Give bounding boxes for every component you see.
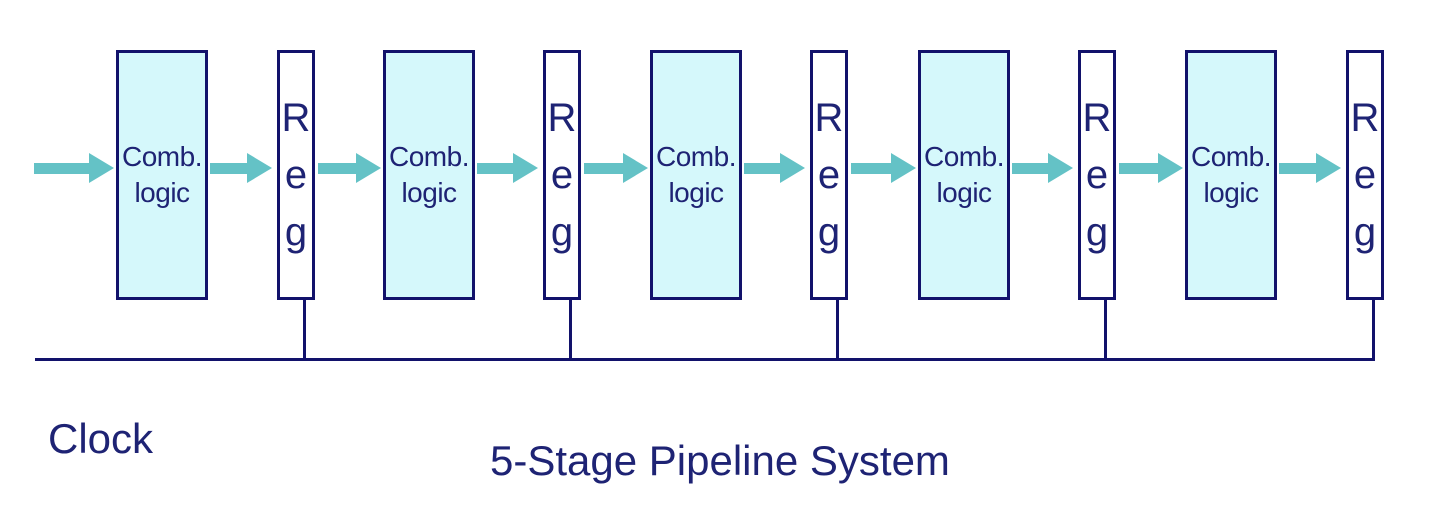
- arrow-head: [1158, 153, 1183, 183]
- comb-logic-label: logic: [1203, 177, 1259, 208]
- reg-label-letter: e: [1085, 152, 1109, 197]
- arrow-shaft: [210, 163, 250, 174]
- clock-riser-5: [1372, 300, 1375, 360]
- reg-label-letter: e: [817, 152, 841, 197]
- arrow-head: [356, 153, 381, 183]
- clock-riser-4: [1104, 300, 1107, 360]
- flow-arrow-reg4-to-comb5: [1119, 153, 1183, 183]
- clock-riser-1: [303, 300, 306, 360]
- arrow-head: [513, 153, 538, 183]
- comb-logic-label: logic: [668, 177, 724, 208]
- flow-arrow-reg2-to-comb3: [584, 153, 648, 183]
- arrow-head: [1316, 153, 1341, 183]
- comb-logic-box-3: Comb. logic: [650, 50, 742, 300]
- reg-label-letter: g: [817, 209, 841, 254]
- comb-logic-label: Comb.: [656, 141, 736, 172]
- arrow-shaft: [1012, 163, 1051, 174]
- arrow-shaft: [318, 163, 359, 174]
- reg-label-letter: g: [1353, 209, 1377, 254]
- reg-label-letter: g: [284, 209, 308, 254]
- arrow-shaft: [851, 163, 894, 174]
- comb-logic-label: logic: [936, 177, 992, 208]
- input-arrow: [34, 153, 114, 183]
- arrow-head: [891, 153, 916, 183]
- arrow-shaft: [1279, 163, 1319, 174]
- reg-label-letter: R: [1082, 95, 1112, 140]
- comb-logic-box-1: Comb. logic: [116, 50, 208, 300]
- flow-arrow-comb2-to-reg2: [477, 153, 538, 183]
- arrow-head: [247, 153, 272, 183]
- flow-arrow-comb3-to-reg3: [744, 153, 805, 183]
- arrow-head: [89, 153, 114, 183]
- comb-logic-label: Comb.: [389, 141, 469, 172]
- comb-logic-box-2: Comb. logic: [383, 50, 475, 300]
- clock-label: Clock: [48, 415, 154, 462]
- reg-label-letter: R: [281, 95, 311, 140]
- comb-logic-box-5: Comb. logic: [1185, 50, 1277, 300]
- flow-arrow-comb1-to-reg1: [210, 153, 272, 183]
- reg-label-letter: R: [1350, 95, 1380, 140]
- reg-label-letter: g: [550, 209, 574, 254]
- arrow-shaft: [1119, 163, 1161, 174]
- flow-arrow-comb4-to-reg4: [1012, 153, 1073, 183]
- flow-arrow-comb5-to-reg5: [1279, 153, 1341, 183]
- arrow-head: [780, 153, 805, 183]
- comb-logic-label: Comb.: [122, 141, 202, 172]
- reg-label-letter: e: [1353, 152, 1377, 197]
- arrow-head: [623, 153, 648, 183]
- reg-label-letter: g: [1085, 209, 1109, 254]
- reg-label-letter: R: [814, 95, 844, 140]
- clock-riser-2: [569, 300, 572, 360]
- comb-logic-box-4: Comb. logic: [918, 50, 1010, 300]
- comb-logic-label: Comb.: [924, 141, 1004, 172]
- clock-bus-line: [35, 358, 1375, 361]
- comb-logic-label: Comb.: [1191, 141, 1271, 172]
- reg-label-letter: R: [547, 95, 577, 140]
- comb-logic-label: logic: [401, 177, 457, 208]
- arrow-shaft: [477, 163, 516, 174]
- comb-logic-label: logic: [134, 177, 190, 208]
- clock-riser-3: [836, 300, 839, 360]
- reg-label-letter: e: [284, 152, 308, 197]
- reg-label-letter: e: [550, 152, 574, 197]
- arrow-shaft: [34, 163, 92, 174]
- arrow-head: [1048, 153, 1073, 183]
- diagram-title: 5-Stage Pipeline System: [490, 437, 950, 484]
- arrow-shaft: [744, 163, 783, 174]
- flow-arrow-reg1-to-comb2: [318, 153, 381, 183]
- flow-arrow-reg3-to-comb4: [851, 153, 916, 183]
- arrow-shaft: [584, 163, 626, 174]
